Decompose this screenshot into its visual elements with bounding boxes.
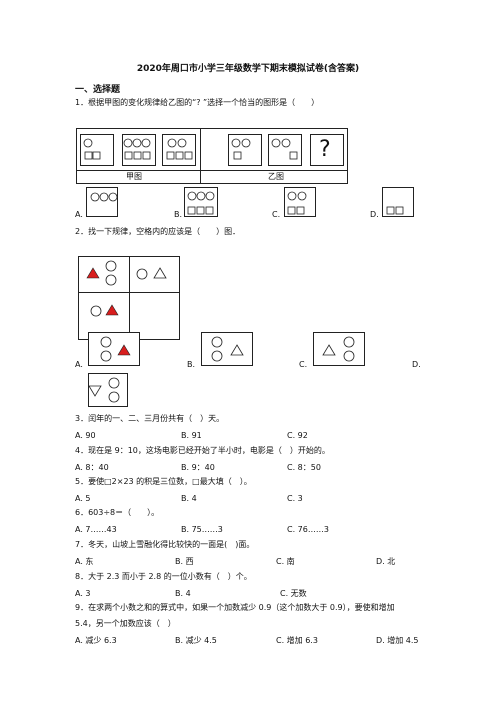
q6-stem: 6．603÷8＝（ ）。 — [75, 508, 160, 517]
q1-option-d[interactable]: D. — [370, 210, 379, 219]
q9-stem-continued: 5.4，另一个加数应该（ ） — [75, 619, 176, 628]
q8-option-c[interactable]: C. 无数 — [280, 589, 307, 598]
q9-stem: 9．在求两个小数之和的算式中，如果一个加数减少 0.9（这个加数大于 0.9），… — [75, 603, 395, 612]
q3-option-c[interactable]: C. 92 — [287, 431, 308, 440]
q7-stem: 7．冬天，山坡上雪融化得比较快的一面是( )面。 — [75, 540, 255, 549]
q1-option-a-figure[interactable] — [86, 187, 118, 217]
q7-option-b[interactable]: B. 西 — [175, 557, 194, 566]
q1-option-c-figure[interactable] — [284, 187, 316, 217]
q8-stem: 8．大于 2.3 而小于 2.8 的一位小数有（ ）个。 — [75, 572, 252, 581]
q4-option-b[interactable]: B. 9：40 — [181, 463, 215, 472]
q1-option-b[interactable]: B. — [174, 210, 183, 219]
q2-option-shapes — [88, 336, 355, 403]
q1-stem: 1．根据甲图的变化规律给乙图的“? ”选择一个恰当的图形是（ ） — [75, 98, 320, 107]
q1-option-shapes — [90, 191, 404, 215]
label-jia: 甲图 — [126, 172, 142, 181]
q6-option-a[interactable]: A. 7……43 — [75, 525, 117, 534]
q5-option-a[interactable]: A. 5 — [75, 494, 91, 503]
q3-option-b[interactable]: B. 91 — [181, 431, 202, 440]
q6-option-b[interactable]: B. 75……3 — [181, 525, 223, 534]
q5-option-b[interactable]: B. 4 — [181, 494, 197, 503]
q5-stem: 5．要使□2×23 的积是三位数，□最大填（ ）。 — [75, 477, 252, 486]
q3-option-a[interactable]: A. 90 — [75, 431, 96, 440]
question-mark: ? — [319, 137, 331, 162]
q9-option-b[interactable]: B. 减少 4.5 — [175, 636, 217, 645]
q2-option-a[interactable]: A. — [75, 360, 83, 369]
q2-option-d[interactable]: D. — [412, 360, 421, 369]
q2-option-b[interactable]: B. — [187, 360, 196, 369]
q8-option-a[interactable]: A. 3 — [75, 589, 91, 598]
q2-option-c[interactable]: C. — [299, 360, 308, 369]
q9-option-c[interactable]: C. 增加 6.3 — [276, 636, 318, 645]
q2-option-a-figure[interactable] — [88, 332, 140, 366]
q7-option-d[interactable]: D. 北 — [376, 557, 396, 566]
q6-option-c[interactable]: C. 76……3 — [287, 525, 329, 534]
q4-option-a[interactable]: A. 8：40 — [75, 463, 109, 472]
q2-option-c-figure[interactable] — [313, 332, 365, 366]
q2-grid-shapes — [86, 260, 167, 317]
q1-option-c[interactable]: C. — [272, 210, 281, 219]
q3-stem: 3．闰年的一、二、三月份共有（ ）天。 — [75, 414, 225, 423]
q5-option-c[interactable]: C. 3 — [287, 494, 303, 503]
q7-option-a[interactable]: A. 东 — [75, 557, 94, 566]
q9-option-d[interactable]: D. 增加 4.5 — [376, 636, 419, 645]
q2-option-b-figure[interactable] — [201, 332, 253, 366]
q4-option-c[interactable]: C. 8：50 — [287, 463, 321, 472]
q1-jia-shapes — [83, 138, 193, 160]
q1-option-b-figure[interactable] — [184, 187, 218, 217]
label-yi: 乙图 — [268, 172, 284, 181]
q1-option-a[interactable]: A. — [75, 210, 83, 219]
q9-option-a[interactable]: A. 减少 6.3 — [75, 636, 117, 645]
q1-yi-shapes — [231, 138, 298, 160]
q2-stem: 2．找一下规律，空格内的应该是（ ）图． — [75, 227, 241, 236]
page-title: 2020年周口市小学三年级数学下期末模拟试卷(含答案) — [136, 64, 360, 74]
q7-option-c[interactable]: C. 南 — [276, 557, 295, 566]
q2-option-d-figure[interactable] — [88, 373, 128, 407]
q1-figure: ? 甲图 乙图 — [76, 128, 348, 184]
q4-stem: 4．现在是 9：10，这场电影已经开始了半小时，电影是（ ）开始的。 — [75, 446, 330, 455]
section-heading: 一、选择题 — [75, 85, 121, 95]
q8-option-b[interactable]: B. 4 — [175, 589, 191, 598]
